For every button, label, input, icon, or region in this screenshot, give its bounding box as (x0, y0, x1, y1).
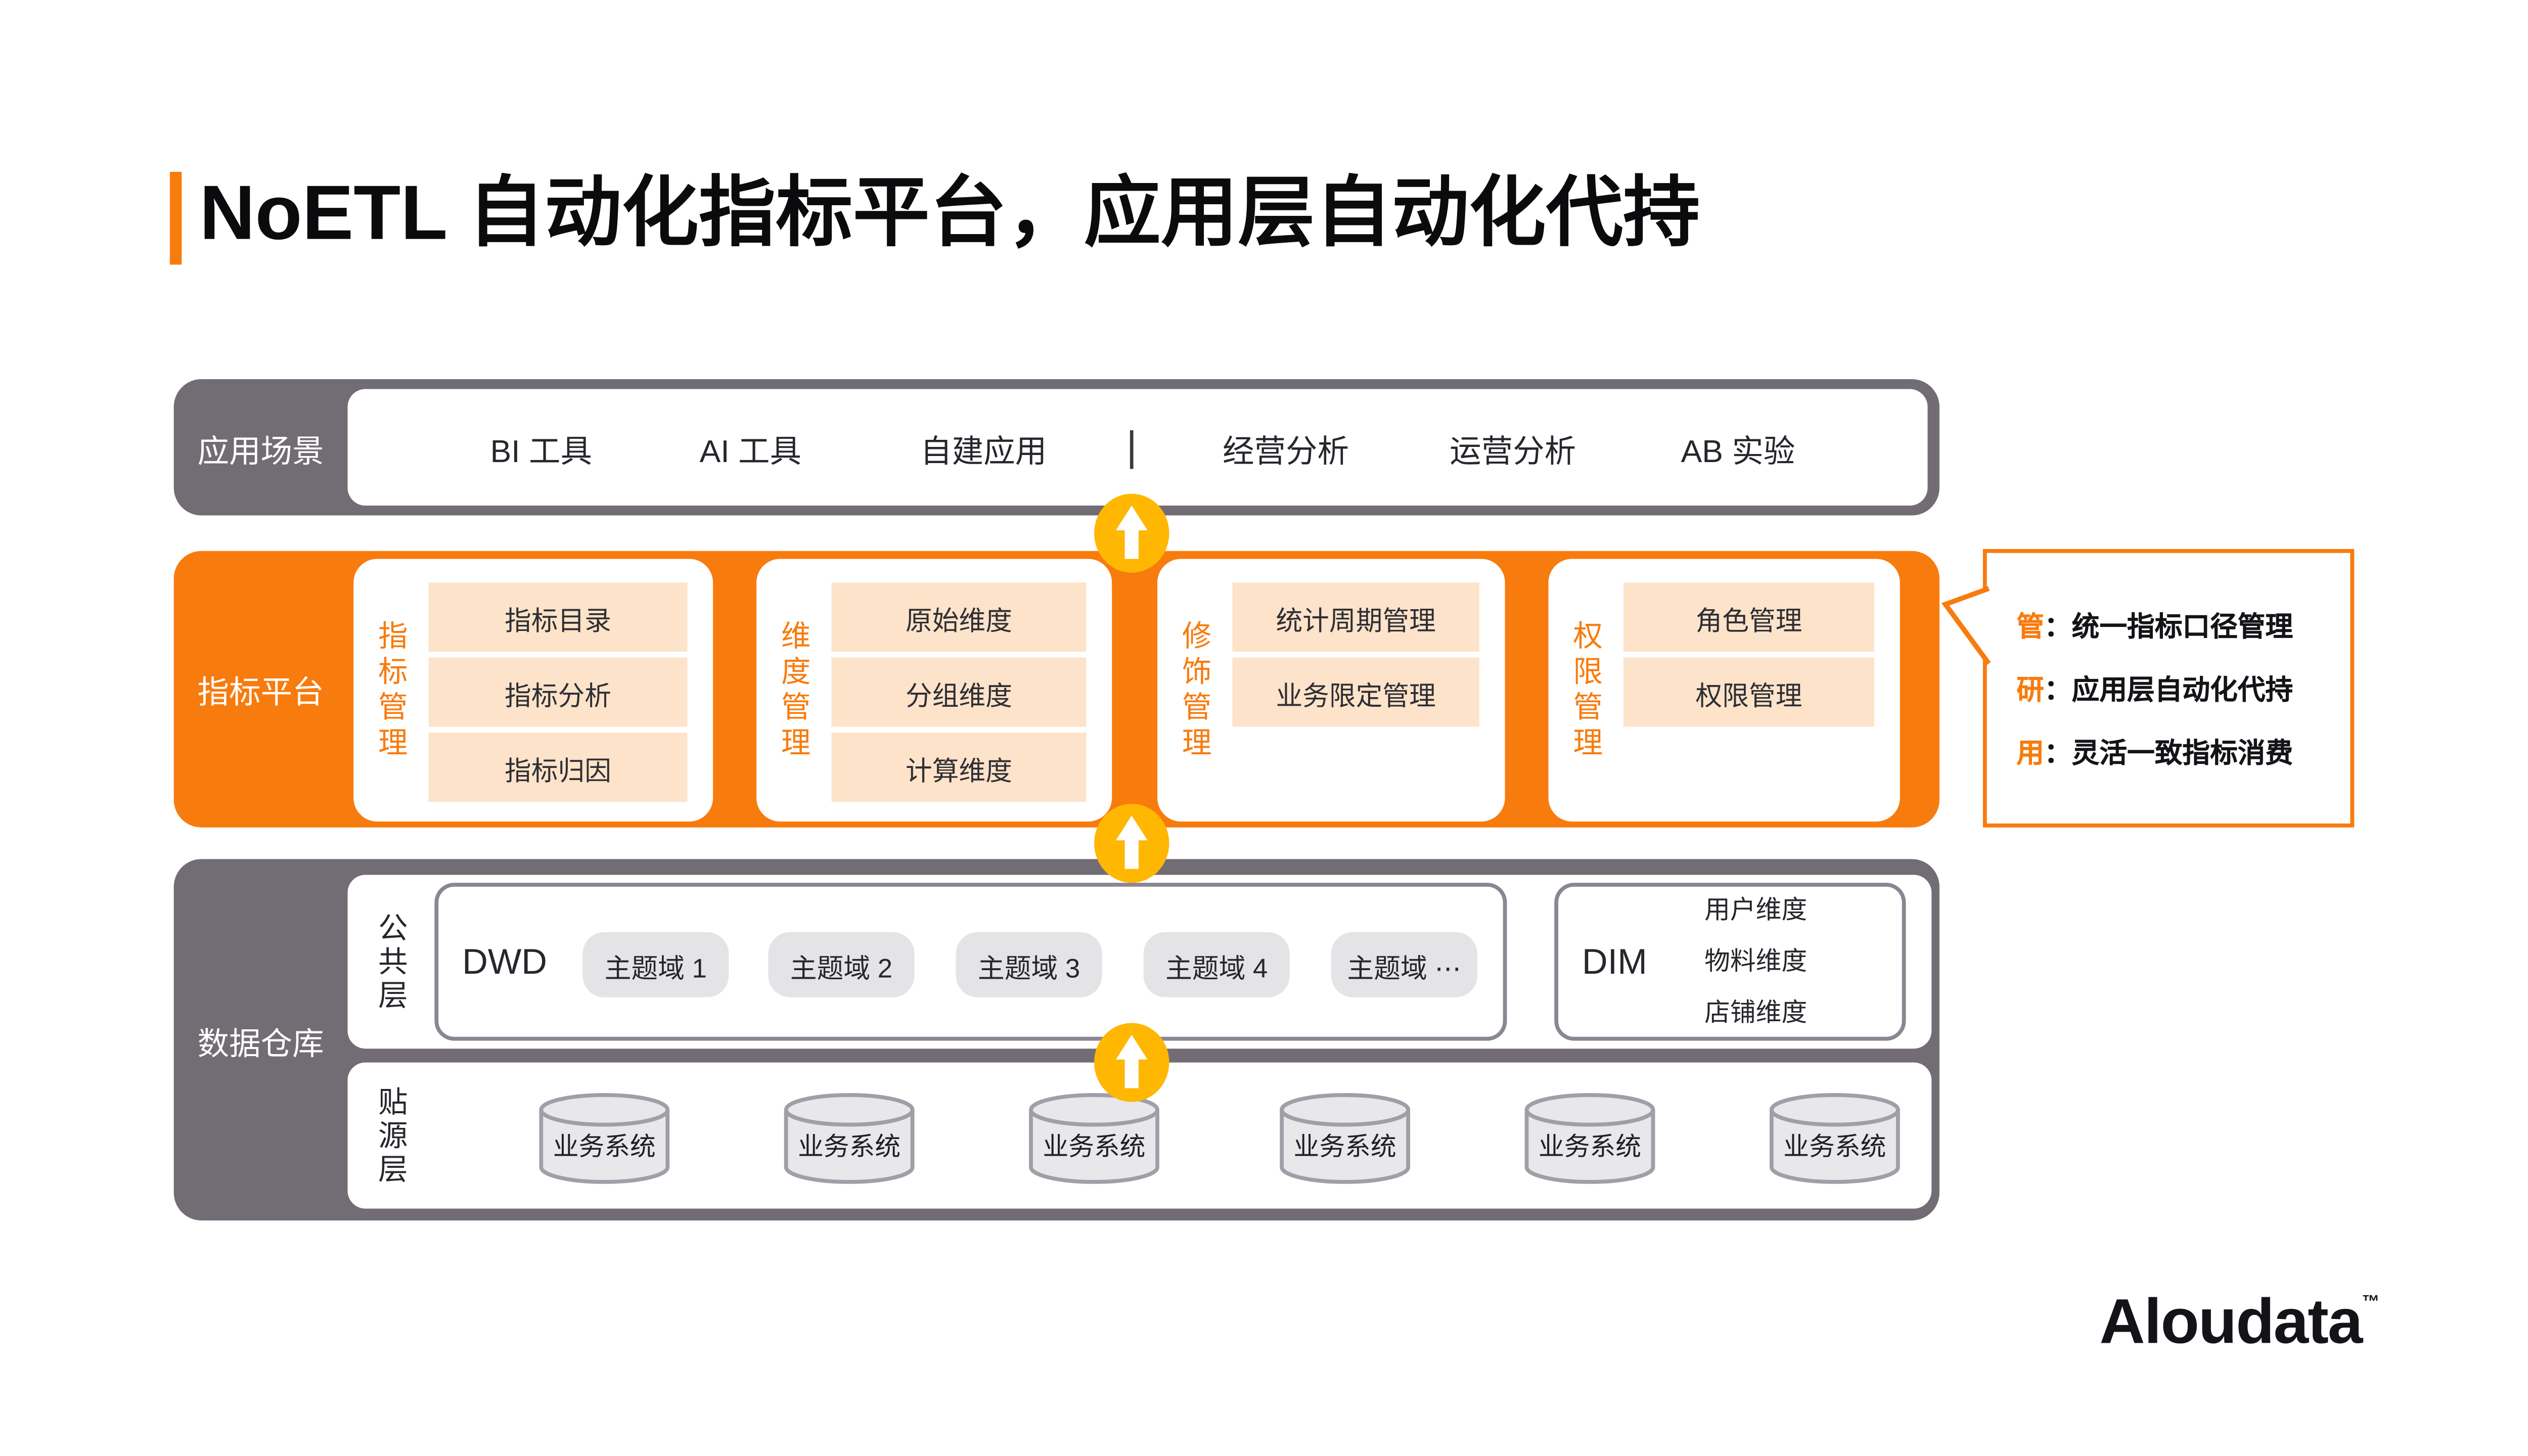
application-scenarios-panel: BI 工具 AI 工具 自建应用 | 经营分析 运营分析 AB 实验 (347, 389, 1928, 506)
box-computed-dimension: 计算维度 (831, 733, 1087, 802)
box-metric-analysis: 指标分析 (428, 657, 688, 727)
database-cylinder-icon: 业务系统 (537, 1092, 672, 1187)
box-metric-catalog: 指标目录 (428, 582, 688, 652)
dim-label: DIM (1582, 941, 1647, 981)
app-item-self-built-apps: 自建应用 (920, 435, 1047, 469)
up-arrow-icon (1094, 493, 1169, 573)
box-raw-dimension: 原始维度 (831, 582, 1087, 652)
app-item-ab-experiment: AB 实验 (1681, 435, 1795, 469)
box-metric-attribution: 指标归因 (428, 733, 688, 802)
source-layer-label: 贴源层 (374, 1085, 408, 1186)
card-dimension-management: 维度管理 原始维度 分组维度 计算维度 (756, 559, 1112, 822)
app-item-operation-analysis: 运营分析 (1450, 435, 1576, 469)
up-arrow-icon (1094, 803, 1169, 883)
business-system-label: 业务系统 (1043, 1131, 1146, 1161)
public-layer-label: 公共层 (374, 911, 408, 1012)
subject-domain-pill: 主题域 2 (768, 932, 915, 997)
box-permission-management: 权限管理 (1623, 657, 1875, 727)
database-cylinder-icon: 业务系统 (1523, 1092, 1657, 1187)
card-dimension-management-label: 维度管理 (777, 619, 811, 761)
business-system-label: 业务系统 (798, 1131, 901, 1161)
box-business-limit-management: 业务限定管理 (1232, 657, 1479, 727)
card-modifier-management-label: 修饰管理 (1178, 619, 1212, 761)
dim-box: DIM 用户维度 物料维度 店铺维度 (1554, 883, 1906, 1041)
subject-domain-pill: 主题域 1 (582, 932, 729, 997)
data-warehouse-label: 数据仓库 (197, 1028, 324, 1062)
box-role-management: 角色管理 (1623, 582, 1875, 652)
database-cylinder-icon: 业务系统 (1027, 1092, 1161, 1187)
source-layer-panel: 贴源层 业务系统 业务系统 业务系统 业务系统 业务系统 (347, 1062, 1932, 1209)
trademark-symbol: ™ (2362, 1291, 2380, 1311)
box-stat-period-management: 统计周期管理 (1232, 582, 1479, 652)
callout-line-develop: 研：应用层自动化代持 (2016, 672, 2293, 704)
card-permission-management: 权限管理 角色管理 权限管理 (1548, 559, 1900, 822)
dwd-label: DWD (462, 941, 548, 981)
business-system-label: 业务系统 (1783, 1131, 1886, 1161)
application-scenarios-label: 应用场景 (197, 435, 324, 469)
data-warehouse-row: 数据仓库 公共层 DWD 主题域 1 主题域 2 主题域 3 主题域 4 主题域… (173, 859, 1939, 1221)
metric-platform-label: 指标平台 (197, 677, 324, 711)
database-cylinder-icon: 业务系统 (1768, 1092, 1902, 1187)
summary-callout: 管：统一指标口径管理 研：应用层自动化代持 用：灵活一致指标消费 (1982, 549, 2355, 828)
callout-line-manage: 管：统一指标口径管理 (2016, 609, 2293, 641)
subject-domain-pill: 主题域 ⋯ (1331, 932, 1477, 997)
card-metric-management: 指标管理 指标目录 指标分析 指标归因 (353, 559, 713, 822)
database-cylinder-icon: 业务系统 (1278, 1092, 1412, 1187)
public-layer-panel: 公共层 DWD 主题域 1 主题域 2 主题域 3 主题域 4 主题域 ⋯ DI… (347, 875, 1932, 1049)
callout-line-use: 用：灵活一致指标消费 (2016, 736, 2293, 767)
business-system-label: 业务系统 (553, 1131, 656, 1161)
dim-item-shop: 店铺维度 (1704, 997, 1808, 1027)
up-arrow-icon (1094, 1023, 1169, 1102)
card-metric-management-label: 指标管理 (374, 619, 408, 761)
dim-item-user: 用户维度 (1704, 894, 1808, 925)
box-group-dimension: 分组维度 (831, 657, 1087, 727)
database-cylinder-icon: 业务系统 (782, 1092, 917, 1187)
application-scenarios-row: 应用场景 BI 工具 AI 工具 自建应用 | 经营分析 运营分析 AB 实验 (173, 379, 1939, 516)
card-permission-management-label: 权限管理 (1569, 619, 1603, 761)
title-accent-bar (169, 171, 182, 265)
subject-domain-pill: 主题域 4 (1143, 932, 1290, 997)
card-modifier-management: 修饰管理 统计周期管理 业务限定管理 (1157, 559, 1505, 822)
metric-platform-row: 指标平台 指标管理 指标目录 指标分析 指标归因 维度管理 原始维度 分组维度 … (173, 551, 1939, 828)
dim-item-material: 物料维度 (1704, 946, 1808, 976)
app-item-bi-tools: BI 工具 (490, 435, 593, 469)
aloudata-logo: Aloudata™ (2099, 1285, 2380, 1357)
subject-domain-pill: 主题域 3 (956, 932, 1102, 997)
business-system-label: 业务系统 (1538, 1131, 1642, 1161)
page-title: NoETL 自动化指标平台，应用层自动化代持 (199, 171, 1700, 257)
business-system-label: 业务系统 (1293, 1131, 1396, 1161)
slide: NoETL 自动化指标平台，应用层自动化代持 应用场景 BI 工具 AI 工具 … (169, 171, 2380, 1357)
app-item-business-analysis: 经营分析 (1222, 435, 1349, 469)
callout-pointer (1941, 586, 1991, 666)
app-item-ai-tools: AI 工具 (699, 435, 802, 469)
dwd-box: DWD 主题域 1 主题域 2 主题域 3 主题域 4 主题域 ⋯ (434, 883, 1507, 1041)
app-items-divider: | (1126, 423, 1137, 469)
